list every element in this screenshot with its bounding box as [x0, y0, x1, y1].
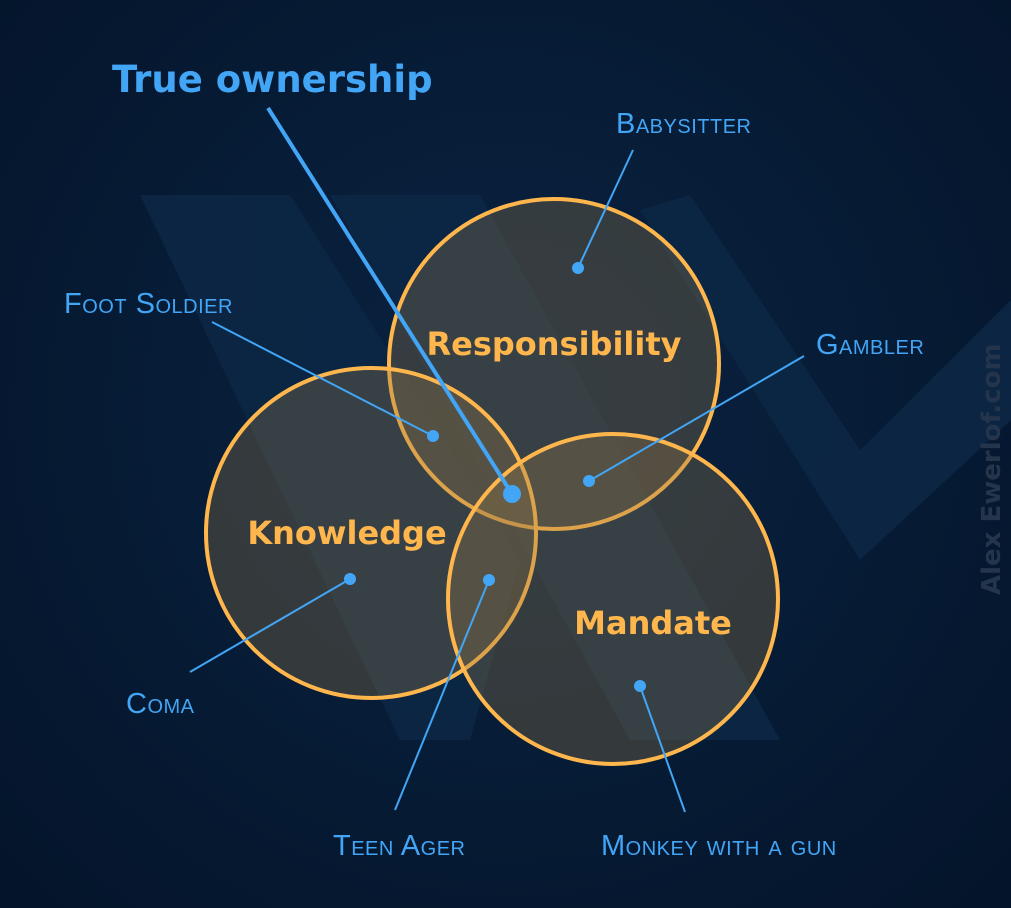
background-logo — [140, 195, 1011, 740]
pointer-lines — [189, 149, 805, 813]
pointer-dots — [344, 262, 646, 692]
coma-label: Coma — [126, 688, 195, 720]
responsibility-circle — [387, 197, 721, 531]
babysitter-label: Babysitter — [616, 108, 751, 140]
monkey-with-a-gun-label: Monkey with a gun — [601, 830, 837, 862]
coma-pointer — [189, 578, 351, 673]
gambler-label: Gambler — [816, 329, 924, 361]
true-ownership-title: True ownership — [112, 58, 433, 101]
gambler-pointer — [588, 355, 805, 482]
babysitter-dot — [572, 262, 584, 274]
true-ownership-pointer — [266, 106, 514, 496]
venn-circles — [204, 197, 780, 766]
coma-dot — [344, 573, 356, 585]
babysitter-pointer — [577, 149, 634, 269]
monkey-pointer — [639, 685, 686, 813]
foot-soldier-dot — [427, 430, 439, 442]
foot-soldier-label: Foot Soldier — [64, 288, 233, 320]
teen-ager-pointer — [394, 579, 490, 811]
teen-ager-label: Teen Ager — [333, 830, 465, 862]
responsibility-label: Responsibility — [426, 325, 681, 363]
monkey-dot — [634, 680, 646, 692]
knowledge-label: Knowledge — [247, 514, 446, 552]
mandate-circle — [446, 432, 780, 766]
true-ownership-dot — [503, 485, 521, 503]
foot-soldier-pointer — [211, 321, 434, 437]
watermark: Alex Ewerlof.com — [977, 343, 1007, 595]
teen-ager-dot — [483, 574, 495, 586]
gambler-dot — [583, 475, 595, 487]
mandate-label: Mandate — [574, 604, 732, 642]
